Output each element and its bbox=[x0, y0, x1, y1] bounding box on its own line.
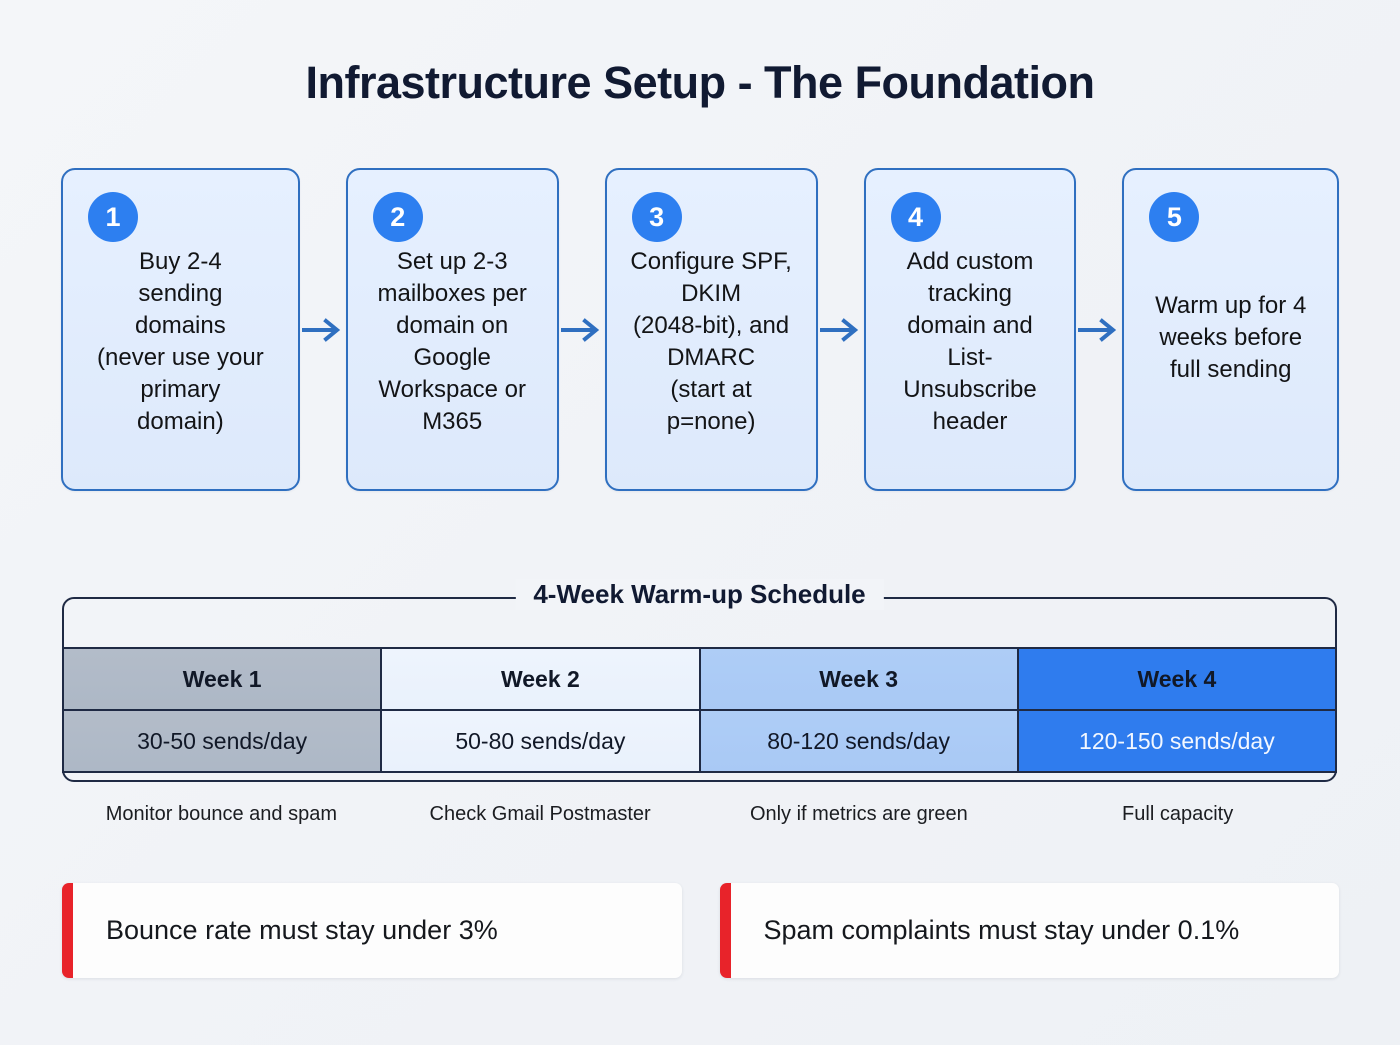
callout-spam-complaints: Spam complaints must stay under 0.1% bbox=[719, 883, 1339, 978]
step-card-2[interactable]: 2 Set up 2-3 mailboxes per domain on Goo… bbox=[345, 168, 559, 491]
step-text-2: Set up 2-3 mailboxes per domain on Googl… bbox=[377, 248, 527, 435]
week-caption-2: Check Gmail Postmaster bbox=[429, 803, 651, 825]
step-card-3[interactable]: 3 Configure SPF, DKIM (2048-bit), and DM… bbox=[604, 168, 818, 491]
step-text-5: Warm up for 4 weeks before full sending bbox=[1155, 292, 1307, 383]
step-flow: 1 Buy 2-4 sending domains (never use you… bbox=[61, 168, 1340, 491]
week-caption-3: Only if metrics are green bbox=[749, 803, 968, 825]
week-header-2: Week 2 bbox=[380, 647, 701, 711]
step-number-badge-5: 5 bbox=[1149, 192, 1200, 242]
step-card-1[interactable]: 1 Buy 2-4 sending domains (never use you… bbox=[61, 168, 300, 491]
page-title: Infrastructure Setup - The Foundation bbox=[305, 57, 1096, 108]
warmup-schedule-table: Week 1 Week 2 Week 3 Week 4 30-50 sends/… bbox=[61, 647, 1338, 773]
week-value-2: 50-80 sends/day bbox=[380, 709, 701, 773]
step-text-4: Add custom tracking domain and List- Uns… bbox=[903, 248, 1037, 435]
week-value-3: 80-120 sends/day bbox=[698, 709, 1019, 773]
step-card-4[interactable]: 4 Add custom tracking domain and List- U… bbox=[863, 168, 1077, 491]
warmup-schedule-section: 4-Week Warm-up Schedule Week 1 Week 2 We… bbox=[61, 579, 1338, 787]
week-header-1: Week 1 bbox=[61, 647, 383, 711]
step-number-badge-2: 2 bbox=[372, 192, 423, 242]
table-header-row: Week 1 Week 2 Week 3 Week 4 bbox=[61, 647, 1338, 711]
arrow-right-icon-3 bbox=[818, 168, 864, 491]
table-row: 30-50 sends/day 50-80 sends/day 80-120 s… bbox=[61, 709, 1338, 773]
callout-row: Bounce rate must stay under 3% Spam comp… bbox=[62, 883, 1339, 978]
week-header-4: Week 4 bbox=[1016, 647, 1338, 711]
callout-bounce-rate: Bounce rate must stay under 3% bbox=[62, 883, 682, 978]
week-caption-4: Full capacity bbox=[1122, 803, 1234, 825]
arrow-right-icon-1 bbox=[300, 168, 346, 491]
week-caption-1: Monitor bounce and spam bbox=[105, 803, 337, 825]
arrow-right-icon-2 bbox=[559, 168, 605, 491]
schedule-legend: 4-Week Warm-up Schedule bbox=[515, 579, 884, 610]
week-value-4: 120-150 sends/day bbox=[1016, 709, 1338, 773]
step-number-badge-3: 3 bbox=[631, 192, 682, 242]
week-value-1: 30-50 sends/day bbox=[61, 709, 383, 773]
step-number-badge-4: 4 bbox=[890, 192, 941, 242]
arrow-right-icon-4 bbox=[1076, 168, 1122, 491]
week-header-3: Week 3 bbox=[698, 647, 1019, 711]
step-text-3: Configure SPF, DKIM (2048-bit), and DMAR… bbox=[630, 248, 792, 435]
step-card-5[interactable]: 5 Warm up for 4 weeks before full sendin… bbox=[1122, 168, 1340, 491]
schedule-captions: Monitor bounce and spam Check Gmail Post… bbox=[62, 803, 1337, 826]
step-number-badge-1: 1 bbox=[88, 192, 138, 242]
step-text-1: Buy 2-4 sending domains (never use your … bbox=[97, 248, 264, 435]
